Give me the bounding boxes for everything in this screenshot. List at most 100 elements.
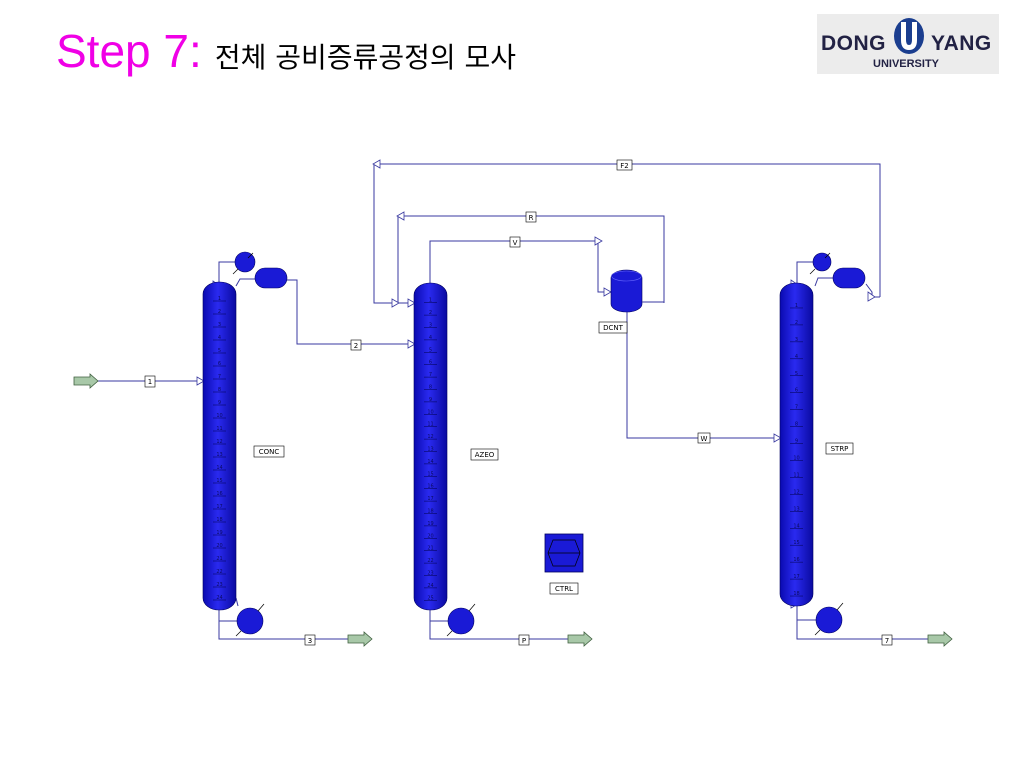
strp-column[interactable]: [779, 282, 814, 607]
azeo-tray-label: 15: [427, 471, 433, 477]
conc-tray-label: 6: [218, 361, 221, 367]
strp-tray-label: 11: [793, 472, 799, 478]
strp-reboiler-in-line[interactable]: [796, 604, 817, 621]
azeo-tray-label: 13: [427, 447, 433, 453]
azeo-tray-label: 19: [427, 521, 433, 527]
product-arrows: [73, 373, 953, 647]
ctrl-label: CTRL: [555, 585, 573, 593]
logo-word-left: DONG: [821, 32, 886, 55]
stream-2-line[interactable]: [287, 279, 414, 345]
conc-tray-label: 13: [216, 452, 222, 458]
azeo-tray-label: 7: [429, 372, 432, 378]
strp-vapor-line[interactable]: [796, 261, 815, 285]
conc-tray-label: 8: [218, 387, 221, 393]
azeo-label: AZEO: [475, 451, 495, 459]
stream-1-label: 1: [148, 378, 152, 386]
product-7-arrow-icon: [927, 631, 953, 647]
azeo-tray-label: 21: [427, 546, 433, 552]
decanter-vessel[interactable]: [610, 269, 643, 313]
azeo-tray-label: 3: [429, 323, 432, 329]
conc-reboiler[interactable]: [235, 603, 265, 637]
azeo-tray-label: 6: [429, 360, 432, 366]
university-logo: DONG YANG UNIVERSITY: [817, 14, 999, 74]
logo-emblem-icon: [894, 18, 924, 54]
strp-tray-label: 12: [793, 489, 799, 495]
strp-tray-label: 7: [795, 405, 798, 411]
product-3-arrow-icon: [347, 631, 373, 647]
azeo-tray-label: 9: [429, 397, 432, 403]
conc-reflux-drum[interactable]: [254, 267, 288, 289]
conc-label: CONC: [259, 448, 280, 456]
strp-tray-label: 2: [795, 320, 798, 326]
azeo-reboiler[interactable]: [446, 603, 476, 637]
strp-tray-label: 15: [793, 540, 799, 546]
conc-tray-label: 20: [216, 543, 222, 549]
ctrl-block[interactable]: [544, 533, 584, 573]
product-p-arrow-icon: [567, 631, 593, 647]
stream-w-line[interactable]: [626, 312, 780, 439]
conc-tray-label: 9: [218, 400, 221, 406]
strp-reflux-drum[interactable]: [832, 267, 866, 289]
stream-f2-label: F2: [620, 162, 628, 170]
azeo-tray-label: 17: [427, 496, 433, 502]
azeo-tray-label: 11: [427, 422, 433, 428]
conc-tray-label: 24: [216, 595, 222, 601]
conc-tray-label: 17: [216, 504, 222, 510]
conc-tray-label: 14: [216, 465, 222, 471]
stream-w-label: W: [701, 435, 708, 443]
conc-tray-label: 21: [216, 556, 222, 562]
conc-tray-label: 12: [216, 439, 222, 445]
strp-reboiler[interactable]: [814, 602, 844, 636]
strp-tray-label: 17: [793, 574, 799, 580]
stream-2-label: 2: [354, 342, 358, 350]
conc-tray-label: 18: [216, 517, 222, 523]
strp-tray-label: 5: [795, 371, 798, 377]
conc-tray-label: 4: [218, 335, 221, 341]
azeo-tray-label: 4: [429, 335, 432, 341]
strp-tray-label: 8: [795, 422, 798, 428]
strp-tray-label: 4: [795, 354, 798, 360]
conc-column[interactable]: [202, 281, 237, 611]
azeo-tray-label: 1: [429, 298, 432, 304]
conc-tray-label: 3: [218, 322, 221, 328]
azeo-tray-label: 12: [427, 434, 433, 440]
strp-tray-label: 18: [793, 591, 799, 597]
azeo-tray-label: 22: [427, 558, 433, 564]
strp-tray-label: 3: [795, 337, 798, 343]
stream-p-label: P: [522, 637, 526, 645]
conc-tray-label: 1: [218, 296, 221, 302]
strp-tray-label: 10: [793, 455, 799, 461]
title-step: Step 7:: [56, 25, 202, 77]
conc-tray-label: 15: [216, 478, 222, 484]
stream-v-line[interactable]: [429, 240, 611, 293]
conc-vapor-line[interactable]: [218, 261, 235, 286]
conc-tray-label: 23: [216, 582, 222, 588]
title-subtitle: 전체 공비증류공정의 모사: [214, 41, 517, 74]
stream-7-label: 7: [885, 637, 889, 645]
block-labels: CONC AZEO STRP DCNT CTRL: [253, 321, 854, 595]
conc-reflux-line[interactable]: [235, 278, 255, 287]
strp-tray-label: 13: [793, 506, 799, 512]
strp-condenser[interactable]: [809, 252, 832, 275]
conc-tray-label: 10: [216, 413, 222, 419]
stream-3-label: 3: [308, 637, 312, 645]
azeo-tray-label: 14: [427, 459, 433, 465]
strp-tray-label: 1: [795, 303, 798, 309]
conc-boilup-line[interactable]: [235, 597, 239, 607]
conc-condenser[interactable]: [232, 251, 256, 275]
logo-university: UNIVERSITY: [873, 58, 940, 70]
azeo-tray-label: 2: [429, 310, 432, 316]
logo-word-right: YANG: [931, 32, 992, 55]
conc-tray-label: 5: [218, 348, 221, 354]
slide-title: Step 7: 전체 공비증류공정의 모사: [56, 24, 516, 78]
strp-tray-label: 14: [793, 523, 799, 529]
strp-label: STRP: [831, 445, 849, 453]
azeo-column[interactable]: [413, 282, 448, 611]
azeo-tray-label: 10: [427, 409, 433, 415]
stream-r-label: R: [529, 214, 534, 222]
strp-reflux-line[interactable]: [814, 277, 833, 287]
conc-tray-label: 2: [218, 309, 221, 315]
azeo-tray-group: 1234567891011121314151617181920212223242…: [424, 298, 437, 601]
